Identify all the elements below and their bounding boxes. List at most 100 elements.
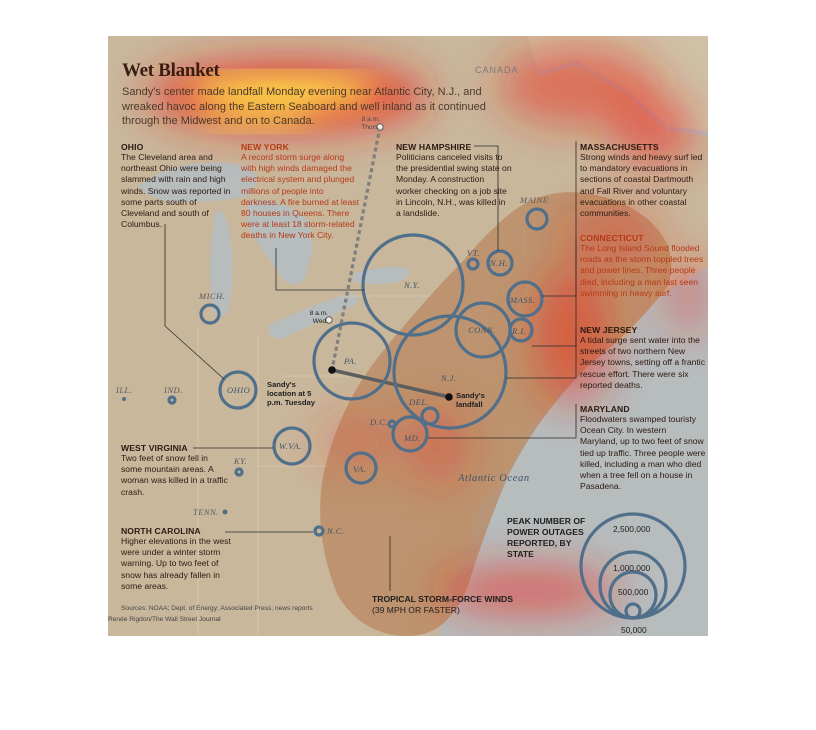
track-label-landfall: Sandy's landfall bbox=[456, 391, 485, 409]
label-maine: MAINE bbox=[520, 195, 549, 205]
annotation-north-carolina-heading: NORTH CAROLINA bbox=[121, 526, 201, 536]
label-wva: W.VA. bbox=[279, 441, 302, 451]
label-nh: N.H. bbox=[490, 258, 509, 268]
map-title: Wet Blanket bbox=[122, 60, 220, 81]
legend-value-50000: 50,000 bbox=[621, 625, 647, 635]
outage-circles bbox=[167, 207, 549, 537]
label-vt: VT. bbox=[467, 248, 480, 258]
storm-overlay bbox=[122, 123, 687, 620]
leader-lines bbox=[164, 141, 577, 591]
storm-track-solid bbox=[331, 368, 450, 399]
heat-overlay bbox=[148, 46, 708, 616]
track-point-thurs bbox=[376, 123, 384, 131]
annotation-maryland: MARYLAND Floodwaters swamped touristy Oc… bbox=[580, 404, 706, 492]
lake-superior bbox=[138, 162, 256, 202]
annotation-new-jersey-heading: NEW JERSEY bbox=[580, 325, 638, 335]
label-ill: ILL. bbox=[116, 385, 133, 395]
outage-circle-vt bbox=[466, 257, 480, 271]
label-ny: N.Y. bbox=[404, 280, 420, 290]
annotation-west-virginia-body: Two feet of snow fell in some mountain a… bbox=[121, 453, 228, 497]
label-nc: N.C. bbox=[327, 526, 345, 536]
outage-circle-ri bbox=[508, 317, 534, 343]
lake-ontario bbox=[353, 266, 410, 284]
label-conn: CONN. bbox=[468, 325, 496, 335]
annotation-ohio-body: The Cleveland area and northeast Ohio we… bbox=[121, 152, 231, 230]
outage-circle-dc bbox=[387, 419, 397, 429]
location-dot-tuesday bbox=[328, 366, 336, 374]
outage-circle-del bbox=[420, 406, 440, 426]
outage-circle-mich bbox=[199, 303, 221, 325]
storm-map: Wet Blanket Sandy's center made landfall… bbox=[108, 36, 708, 636]
label-ohio: OHIO bbox=[227, 385, 251, 395]
label-ri: R.I. bbox=[512, 326, 527, 336]
annotation-connecticut-body: The Long Island Sound flooded roads as t… bbox=[580, 243, 704, 298]
annotation-new-hampshire: NEW HAMPSHIRE Politicians canceled visit… bbox=[396, 142, 512, 219]
storm-track-dotted bbox=[330, 126, 382, 371]
outage-circle-ny bbox=[361, 233, 465, 337]
legend-value-2500000: 2,500,000 bbox=[613, 524, 651, 534]
annotation-massachusetts: MASSACHUSETTS Strong winds and heavy sur… bbox=[580, 142, 706, 219]
track-label-wed: 8 a.m. Wed. bbox=[309, 310, 328, 325]
label-dc: D.C. bbox=[370, 417, 389, 427]
heat-hotspot bbox=[188, 74, 378, 129]
annotation-west-virginia: WEST VIRGINIA Two feet of snow fell in s… bbox=[121, 443, 231, 498]
credits-byline: Renée Rigdon/The Wall Street Journal bbox=[108, 616, 221, 623]
label-mich: MICH. bbox=[199, 291, 226, 301]
annotation-massachusetts-heading: MASSACHUSETTS bbox=[580, 142, 659, 152]
legend-value-500000: 500,000 bbox=[618, 587, 649, 597]
outage-circle-pa bbox=[312, 321, 392, 401]
outage-circle-nc bbox=[313, 525, 325, 537]
annotation-ohio: OHIO The Cleveland area and northeast Oh… bbox=[121, 142, 231, 230]
outage-circle-ky bbox=[234, 467, 244, 477]
outage-circle-maine bbox=[525, 207, 549, 231]
label-ky: KY. bbox=[234, 456, 248, 466]
annotation-north-carolina-body: Higher elevations in the west were under… bbox=[121, 536, 231, 591]
label-md: MD. bbox=[404, 433, 421, 443]
lake-michigan bbox=[210, 210, 233, 318]
annotation-new-jersey: NEW JERSEY A tidal surge sent water into… bbox=[580, 325, 706, 391]
landfall-dot bbox=[445, 393, 453, 401]
outage-dot-ill bbox=[122, 397, 126, 401]
lake-erie bbox=[268, 294, 359, 339]
lake-huron bbox=[248, 200, 312, 285]
outage-circle-ind bbox=[167, 395, 177, 405]
label-mass: MASS. bbox=[510, 295, 536, 305]
annotation-new-york: NEW YORK A record storm surge along with… bbox=[241, 142, 359, 242]
annotation-new-york-body: A record storm surge along with high win… bbox=[241, 152, 359, 241]
outage-circle-nh bbox=[486, 249, 514, 277]
label-ind: IND. bbox=[164, 385, 183, 395]
outage-circle-mass bbox=[506, 280, 544, 318]
track-label-tuesday: Sandy's location at 5 p.m. Tuesday bbox=[267, 380, 315, 407]
legend-title: PEAK NUMBER OF POWER OUTAGES REPORTED, B… bbox=[507, 516, 586, 559]
annotation-new-jersey-body: A tidal surge sent water into the street… bbox=[580, 335, 705, 390]
legend-circle-50000 bbox=[624, 602, 642, 620]
label-atlantic-ocean: Atlantic Ocean bbox=[458, 473, 530, 484]
outage-dot-tenn bbox=[222, 509, 228, 515]
annotation-maryland-body: Floodwaters swamped touristy Ocean City.… bbox=[580, 414, 706, 492]
wind-zone-title: TROPICAL STORM-FORCE WINDS bbox=[372, 594, 513, 604]
annotation-new-hampshire-body: Politicians canceled visits to the presi… bbox=[396, 152, 512, 219]
annotation-new-york-heading: NEW YORK bbox=[241, 142, 289, 152]
annotation-massachusetts-body: Strong winds and heavy surf led to manda… bbox=[580, 152, 703, 219]
wind-zone-subtitle: (39 MPH OR FASTER) bbox=[372, 605, 460, 615]
legend-value-1000000: 1,000,000 bbox=[613, 563, 651, 573]
label-canada: CANADA bbox=[475, 65, 519, 75]
annotation-west-virginia-heading: WEST VIRGINIA bbox=[121, 443, 188, 453]
label-tenn: TENN. bbox=[193, 507, 219, 517]
annotation-maryland-heading: MARYLAND bbox=[580, 404, 630, 414]
track-point-wed bbox=[325, 316, 333, 324]
outage-circle-nj bbox=[392, 314, 508, 430]
label-del: DEL. bbox=[409, 397, 430, 407]
annotation-north-carolina: NORTH CAROLINA Higher elevations in the … bbox=[121, 526, 239, 592]
outage-circle-wva bbox=[272, 426, 312, 466]
map-subtitle: Sandy's center made landfall Monday even… bbox=[122, 86, 486, 127]
credits-sources: Sources: NOAA; Dept. of Energy; Associat… bbox=[121, 605, 313, 612]
outage-circle-ohio bbox=[218, 370, 258, 410]
outage-circle-md bbox=[391, 415, 429, 453]
annotation-ohio-heading: OHIO bbox=[121, 142, 144, 152]
track-label-thurs: 8 a.m. Thurs. bbox=[361, 116, 380, 131]
annotation-new-hampshire-heading: NEW HAMPSHIRE bbox=[396, 142, 472, 152]
legend-circle-1000000 bbox=[598, 550, 668, 620]
legend-circles bbox=[579, 512, 687, 620]
annotation-connecticut-heading: CONNECTICUT bbox=[580, 233, 644, 243]
